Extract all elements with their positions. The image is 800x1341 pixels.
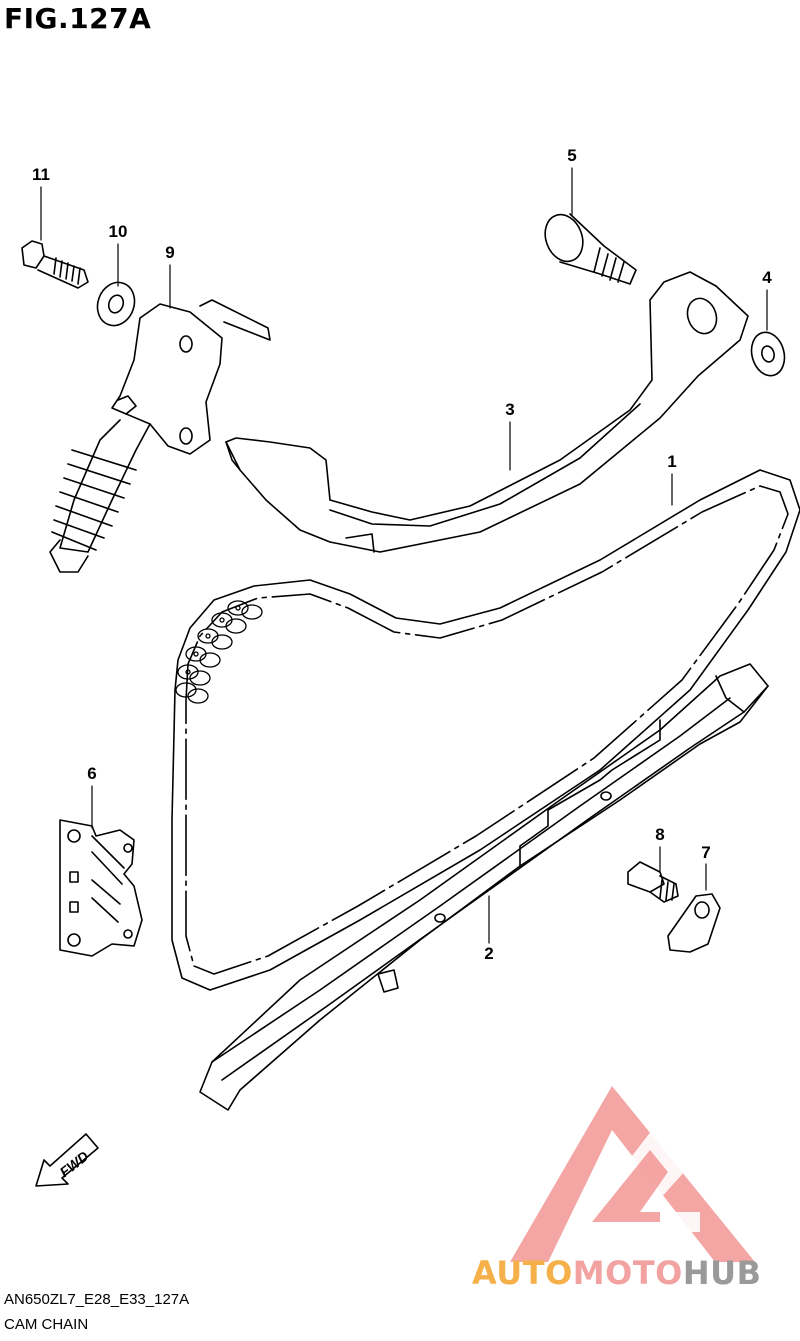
callout-leaders [40, 167, 768, 944]
callout-7: 7 [701, 843, 711, 862]
part-5-pivot-bolt [544, 213, 637, 285]
logo-auto: AUTO [472, 1254, 573, 1292]
logo-text: AUTOMOTOHUB [472, 1254, 762, 1292]
callout-4: 4 [762, 268, 772, 287]
callout-3: 3 [505, 400, 515, 419]
callout-11: 11 [32, 165, 50, 184]
chain-links [175, 600, 263, 704]
part-4-washer [750, 331, 786, 377]
callout-5: 5 [567, 146, 577, 165]
logo-moto: MOTO [572, 1254, 683, 1292]
part-6-bracket [59, 819, 143, 957]
part-2-chain-guide [199, 663, 769, 1111]
figure-code: AN650ZL7_E28_E33_127A [4, 1291, 190, 1308]
part-9-tensioner [49, 299, 271, 573]
part-11-bolt [21, 240, 89, 289]
callout-6: 6 [87, 764, 97, 783]
fwd-arrow-icon: FWD [35, 1133, 99, 1187]
part-10-washer [96, 281, 136, 327]
part-1-cam-chain [171, 469, 800, 991]
callout-9: 9 [165, 243, 175, 262]
part-7-plate [667, 893, 721, 953]
figure-title: FIG.127A [4, 2, 152, 35]
part-8-screw [627, 861, 679, 903]
callout-8: 8 [655, 825, 665, 844]
logo-mark [510, 1086, 755, 1262]
callout-2: 2 [484, 944, 494, 963]
figure-caption: CAM CHAIN [4, 1316, 89, 1333]
callout-1: 1 [667, 452, 677, 471]
callout-10: 10 [108, 222, 128, 241]
part-3-tension-guide [225, 271, 749, 553]
logo-hub: HUB [682, 1254, 762, 1292]
